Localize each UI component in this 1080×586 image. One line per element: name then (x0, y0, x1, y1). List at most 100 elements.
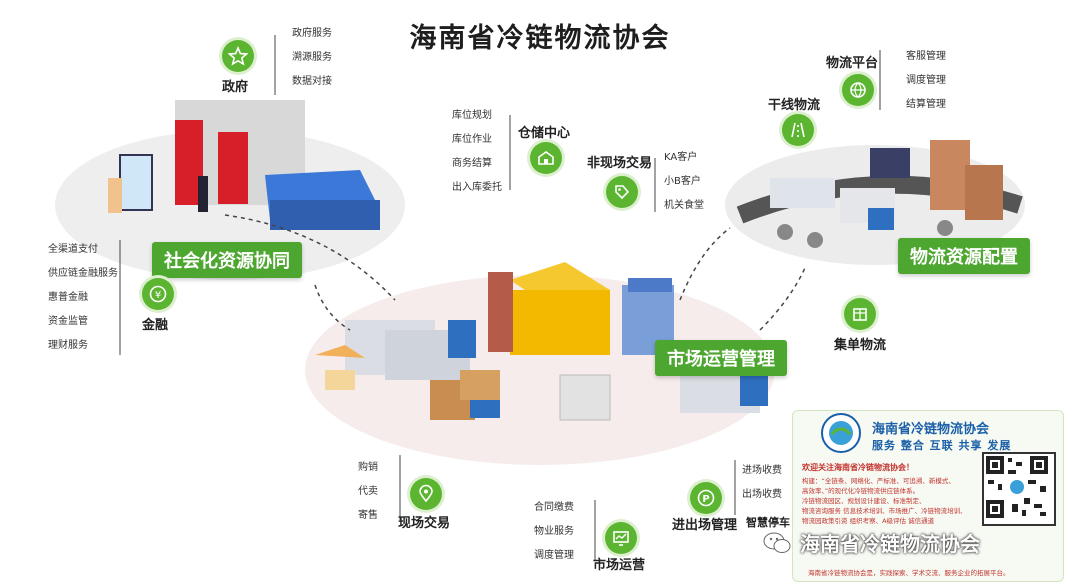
consolidation-label: 集单物流 (834, 338, 887, 353)
association-logo-icon (821, 413, 861, 453)
cargo-boxes-2 (460, 370, 500, 400)
card-line: 高效率、”的现代化冷链物流供应链体系。 (802, 487, 920, 495)
truck-cab (448, 320, 476, 358)
svg-text:¥: ¥ (155, 290, 161, 301)
warehouse-side (488, 272, 513, 352)
location-pin-icon (410, 478, 442, 510)
svg-text:P: P (702, 494, 709, 505)
city-building-1 (930, 140, 970, 210)
card-line: 物流咨询服务 信息技术培训、市场推广、冷链物流培训、 (802, 507, 967, 515)
platform-truck-cab (868, 208, 894, 230)
list-item: 小B客户 (664, 176, 701, 187)
warehouse-label: 仓储中心 (518, 126, 571, 141)
market-operation-banner: 市场运营管理 (655, 340, 787, 376)
city-building-2 (965, 165, 1003, 220)
card-slogan: 服务 整合 互联 共享 发展 (872, 439, 1012, 452)
person-figure-2 (198, 176, 208, 212)
tag-icon (606, 176, 638, 208)
storefront-awning (628, 278, 672, 292)
flow-arrow (759, 267, 806, 331)
finance-list: 全渠道支付 供应链金融服务 惠普金融 资金监管 理财服务 (48, 238, 118, 358)
government-list: 政府服务 溯源服务 数据对接 (292, 22, 332, 94)
info-board (119, 154, 153, 211)
list-item: 进场收费 (742, 465, 782, 476)
list-item: 结算管理 (906, 99, 946, 110)
list-item: 代卖 (358, 486, 378, 497)
wechat-icon (762, 530, 792, 556)
list-item: 购销 (358, 462, 378, 473)
vehicle-2 (807, 232, 823, 248)
star-icon (222, 40, 254, 72)
government-label: 政府 (222, 80, 249, 95)
list-item: 库位作业 (452, 134, 492, 145)
offsite-list: KA客户 小B客户 机关食堂 (664, 146, 704, 218)
screen-board (870, 148, 910, 178)
yuan-coin-icon: ¥ (142, 278, 174, 310)
list-item: 客服管理 (906, 51, 946, 62)
shelf (559, 374, 611, 421)
road-icon (782, 114, 814, 146)
watermark-text: 海南省冷链物流协会 (800, 532, 980, 556)
list-item: 供应链金融服务 (48, 268, 118, 279)
operation-list: 合同缴费 物业服务 调度管理 (534, 496, 574, 568)
list-item: 惠普金融 (48, 292, 88, 303)
blue-building-base (270, 200, 380, 230)
card-line: 构建：“全链条、网络化、严标准、可追溯、新模式、 (802, 477, 955, 485)
logistics-resource-banner: 物流资源配置 (898, 238, 1030, 274)
onsite-list: 购销 代卖 寄售 (358, 456, 378, 528)
list-item: 出场收费 (742, 489, 782, 500)
truck-right-cab (740, 372, 768, 406)
vehicle-3 (937, 220, 953, 236)
warehouse-wall (510, 290, 610, 355)
list-item: 数据对接 (292, 76, 332, 87)
stall (325, 370, 355, 390)
card-line: 冷链物流园区、规划设计建设、标准制定、 (802, 497, 926, 505)
trunk-truck (770, 178, 835, 208)
card-welcome: 欢迎关注海南省冷链物流协会！ (802, 463, 914, 472)
smart-parking-label: 智慧停车 (746, 516, 790, 529)
person-figure (108, 178, 122, 213)
finance-label: 金融 (142, 318, 169, 333)
list-item: 出入库委托 (452, 182, 502, 193)
warehouse-list: 库位规划 库位作业 商务结算 出入库委托 (452, 104, 502, 200)
offsite-trade-label: 非现场交易 (587, 156, 653, 171)
list-item: 合同缴费 (534, 502, 574, 513)
list-item: 寄售 (358, 510, 378, 521)
entry-list: 进场收费 出场收费 (742, 459, 782, 507)
counter (470, 400, 500, 418)
list-item: 资金监管 (48, 316, 88, 327)
list-item: 商务结算 (452, 158, 492, 169)
list-item: 理财服务 (48, 340, 88, 351)
package-icon (844, 298, 876, 330)
onsite-trade-label: 现场交易 (398, 516, 451, 531)
building-red-door (218, 132, 248, 204)
list-item: 政府服务 (292, 28, 332, 39)
parking-icon: P (690, 482, 722, 514)
chart-monitor-icon (605, 522, 637, 554)
vehicle-1 (777, 224, 793, 240)
flow-arrow (679, 227, 731, 301)
page-title: 海南省冷链物流协会 (409, 23, 671, 54)
list-item: 全渠道支付 (48, 244, 98, 255)
globe-icon (842, 74, 874, 106)
platform-list: 客服管理 调度管理 结算管理 (906, 45, 946, 117)
list-item: 调度管理 (906, 75, 946, 86)
list-item: 库位规划 (452, 110, 492, 121)
list-item: 溯源服务 (292, 52, 332, 63)
trunk-logistics-label: 干线物流 (768, 98, 821, 113)
flow-arrow (224, 214, 396, 301)
list-item: 物业服务 (534, 526, 574, 537)
card-description: 构建：“全链条、网络化、严标准、可追溯、新模式、 高效率、”的现代化冷链物流供应… (802, 476, 967, 526)
card-title: 海南省冷链物流协会 (872, 422, 990, 437)
logistics-platform-label: 物流平台 (826, 56, 879, 71)
list-item: KA客户 (664, 152, 698, 163)
umbrella (315, 345, 365, 358)
qr-code (982, 452, 1056, 526)
card-footer: 海南省冷链物流协会是，实践探索、学术交流、服务企业的拓展平台。 (808, 569, 1010, 577)
entry-exit-label: 进出场管理 (672, 518, 738, 533)
social-resource-banner: 社会化资源协同 (152, 242, 302, 278)
list-item: 机关食堂 (664, 200, 704, 211)
card-line: 物流园政策引资 组织考察、A级评估 诚信通道 (802, 517, 935, 525)
market-operation-label: 市场运营 (593, 558, 646, 573)
